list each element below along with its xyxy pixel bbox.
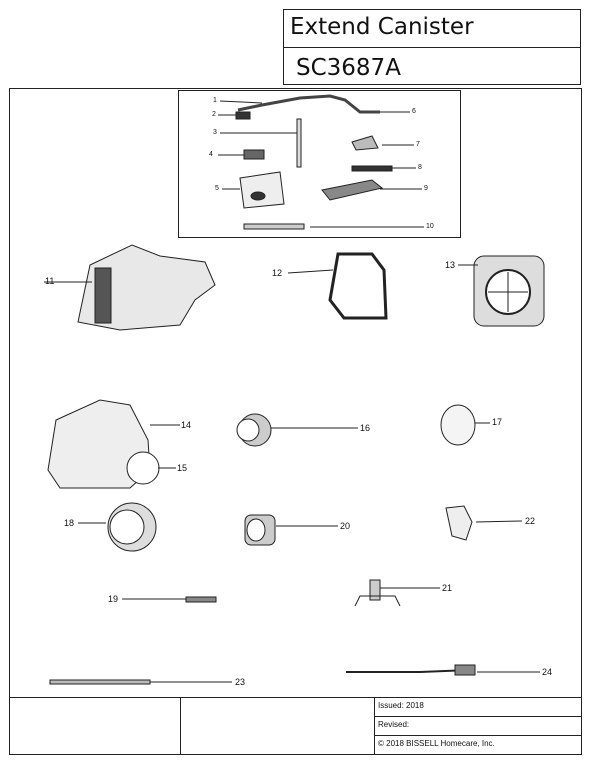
callout-23: 23: [235, 677, 246, 687]
callout-15: 15: [177, 463, 188, 473]
callout-7: 7: [416, 141, 420, 148]
footer-cell-1: [9, 698, 181, 755]
callout-13: 13: [445, 260, 456, 270]
callout-19: 19: [108, 594, 119, 604]
callout-22: 22: [525, 516, 536, 526]
callout-18: 18: [64, 518, 75, 528]
footer-block: Issued: 2018 Revised: © 2018 BISSELL Hom…: [9, 697, 582, 755]
callout-5: 5: [215, 185, 219, 192]
copyright-text: © 2018 BISSELL Homecare, Inc.: [378, 739, 495, 748]
callout-10: 10: [426, 223, 434, 230]
callout-14: 14: [181, 420, 192, 430]
title-block: Extend Canister SC3687A: [283, 9, 581, 85]
callout-12: 12: [272, 268, 283, 278]
document-title: Extend Canister: [290, 14, 474, 40]
callout-16: 16: [360, 423, 371, 433]
callout-20: 20: [340, 521, 351, 531]
model-number: SC3687A: [296, 55, 401, 81]
parts-diagram-frame: [9, 88, 582, 755]
issued-field: Issued: 2018: [375, 698, 582, 717]
callout-1: 1: [213, 97, 217, 104]
callout-24: 24: [542, 667, 553, 677]
callout-21: 21: [442, 583, 453, 593]
footer-cell-2: [181, 698, 375, 755]
callout-2: 2: [212, 111, 216, 118]
callout-17: 17: [492, 417, 503, 427]
callout-8: 8: [418, 164, 422, 171]
callout-3: 3: [213, 129, 217, 136]
callout-11: 11: [45, 276, 55, 286]
callout-4: 4: [209, 151, 213, 158]
callout-9: 9: [424, 185, 428, 192]
title-row: Extend Canister: [284, 10, 580, 48]
callout-6: 6: [412, 108, 416, 115]
revised-field: Revised:: [375, 717, 582, 736]
